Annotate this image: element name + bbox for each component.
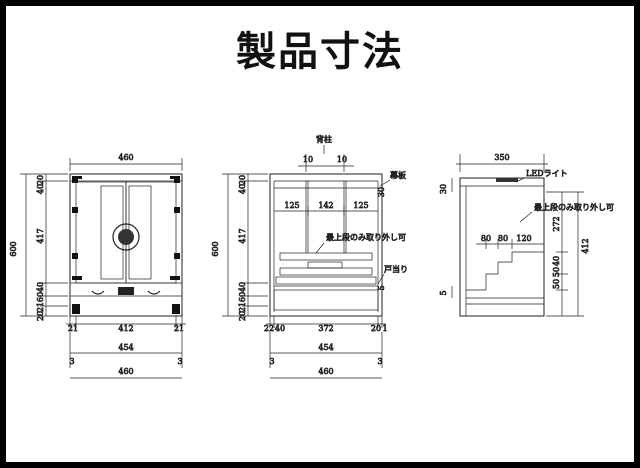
inner-dim-20-top: 20: [238, 175, 247, 185]
side-view: 350 LEDライト 30 最上段のみ取り外し可 80 80 120: [439, 153, 614, 317]
side-dim-272: 272: [552, 216, 561, 231]
inner-dim-60: 60: [238, 292, 247, 302]
inner-top-step: [279, 252, 373, 261]
front-handle-right: [147, 290, 161, 295]
front-bottom-460: 460: [118, 367, 133, 376]
front-bottom-3-left: 3: [69, 357, 74, 366]
front-corner-fittings: [72, 176, 180, 314]
inner-middle-step: [279, 267, 373, 276]
front-cabinet-body: [69, 173, 183, 317]
inner-door-stop-dim: 5: [377, 285, 386, 290]
side-removable-label: 最上段のみ取り外し可: [534, 202, 614, 212]
front-handle-left: [91, 290, 105, 295]
inner-cabinet-body: [269, 173, 383, 317]
front-crest-emblem: [112, 223, 140, 251]
side-step-80-b: 80: [498, 234, 508, 243]
inner-dim-40-bottom: 40: [238, 282, 247, 292]
side-dim-50-a: 50: [552, 279, 561, 289]
side-cabinet-body: [459, 177, 545, 317]
inner-post-dim-left: 10: [303, 155, 313, 164]
inner-view: 背柱 10 10 幕板 30 125 142 125 最上段のみ取り外し可 戸当…: [211, 134, 408, 379]
inner-lower-step: [275, 276, 377, 285]
front-height-label: 600: [9, 241, 18, 256]
dimension-drawing: 460 600 20 40 417 40 60 21 20 21: [9, 134, 614, 379]
side-dim-50-b: 50: [552, 267, 561, 277]
front-dim-20-bottom: 20: [36, 311, 45, 321]
side-depth-label: 350: [494, 153, 509, 162]
side-bottom-dim: 5: [439, 290, 448, 295]
side-led-dim: 30: [439, 184, 448, 194]
inner-dim-40-top: 40: [238, 184, 247, 194]
front-bottom-21-left: 21: [68, 324, 78, 333]
inner-post-label: 背柱: [316, 134, 332, 144]
inner-shelf-142: 142: [318, 201, 333, 210]
front-dim-60: 60: [36, 292, 45, 302]
drawing-frame: 製品寸法: [6, 6, 634, 462]
inner-height-label: 600: [211, 241, 220, 256]
front-dim-20-top: 20: [36, 175, 45, 185]
front-bottom-454: 454: [118, 343, 133, 352]
inner-shelf-125-left: 125: [284, 201, 299, 210]
inner-door-stop-label: 戸当り: [384, 264, 408, 274]
side-step-120: 120: [516, 234, 531, 243]
inner-dim-21: 21: [238, 302, 247, 312]
front-view: 460 600 20 40 417 40 60 21 20 21: [9, 153, 186, 379]
inner-bottom-3-left: 3: [269, 357, 274, 366]
inner-dim-417: 417: [238, 228, 247, 243]
front-width-label: 460: [118, 153, 133, 162]
front-dim-40-bottom: 40: [36, 282, 45, 292]
front-crest-inner: [118, 229, 134, 245]
inner-bottom-454: 454: [318, 343, 333, 352]
front-dim-417: 417: [36, 228, 45, 243]
inner-top-board-dim: 30: [377, 187, 386, 197]
inner-bottom-460: 460: [318, 367, 333, 376]
inner-post-dim-right: 10: [337, 155, 347, 164]
front-dim-40-top: 40: [36, 184, 45, 194]
side-dim-412: 412: [581, 238, 590, 253]
side-led-strip: [496, 178, 518, 182]
front-bottom-3-right: 3: [177, 357, 182, 366]
inner-shelf-125-right: 125: [353, 201, 368, 210]
front-bottom-21-right: 21: [174, 324, 184, 333]
page-title: 製品寸法: [236, 28, 404, 75]
inner-bottom-40: 40: [275, 324, 285, 333]
side-step-80-a: 80: [481, 234, 491, 243]
inner-top-board-label: 幕板: [390, 170, 406, 180]
side-led-label: LEDライト: [526, 169, 568, 178]
front-bottom-412: 412: [118, 324, 133, 333]
inner-dim-20-bottom: 20: [238, 311, 247, 321]
inner-bottom-20: 20: [371, 324, 381, 333]
inner-removable-label: 最上段のみ取り外し可: [326, 232, 406, 242]
front-lock-plate: [118, 287, 134, 295]
side-steps: [466, 251, 544, 291]
inner-bottom-3-right: 3: [377, 357, 382, 366]
inner-bottom-22: 22: [264, 324, 274, 333]
inner-offering-board: [307, 261, 343, 269]
inner-bottom-1: 1: [382, 324, 387, 333]
inner-drawer: [273, 289, 379, 311]
inner-bottom-372: 372: [318, 324, 333, 333]
front-dim-21: 21: [36, 302, 45, 312]
side-dim-40: 40: [552, 256, 561, 266]
